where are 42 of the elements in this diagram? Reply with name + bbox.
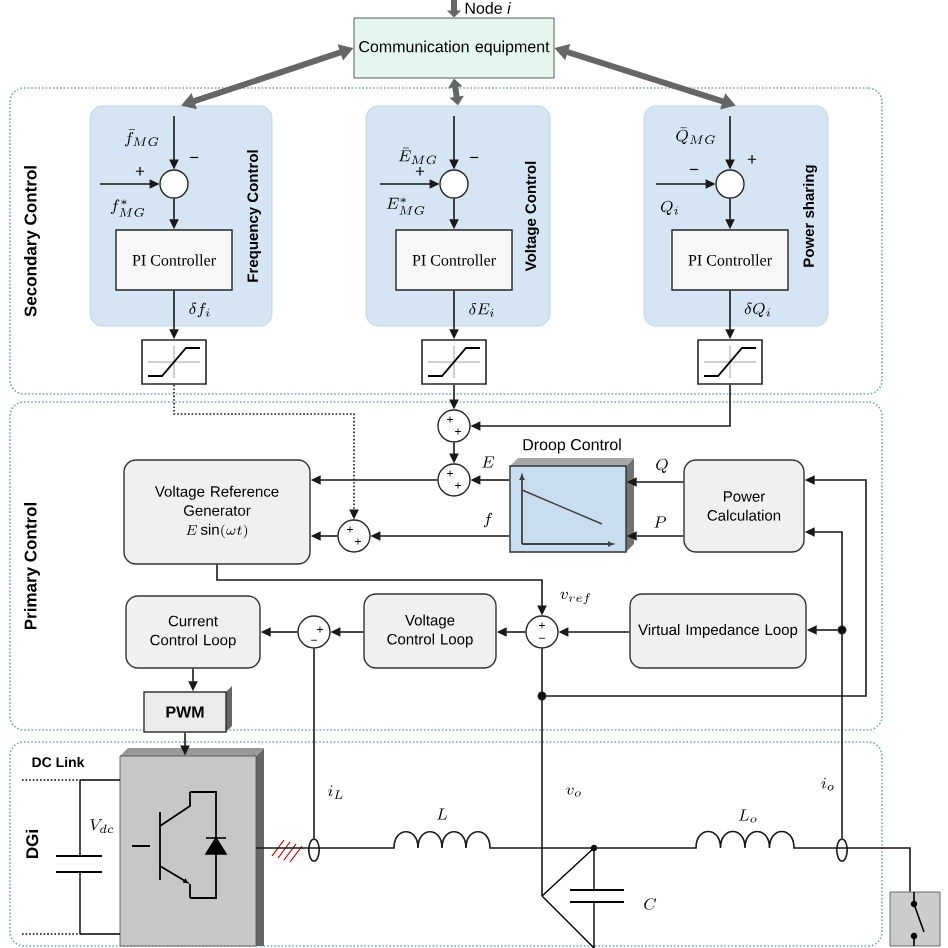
node-label: Node i — [465, 2, 511, 14]
controller-box: PI Controller — [395, 229, 513, 291]
connector — [541, 647, 543, 897]
signal-label: $\delta E_i$ — [467, 302, 497, 318]
current-sensor — [836, 838, 848, 862]
component-label: $v_o$ — [566, 787, 581, 797]
component-label: $i_L$ — [328, 785, 343, 799]
limiter-block — [697, 339, 763, 385]
inverter-drawing — [119, 748, 264, 947]
controller-box: PI Controller — [671, 229, 789, 291]
connector — [313, 647, 315, 839]
component-label: $L_o$ — [738, 809, 757, 823]
droop-block: Droop Control — [509, 438, 634, 553]
sign-label: + — [415, 167, 425, 176]
current-sensor — [308, 838, 320, 862]
signal-label: $E$ — [480, 455, 496, 469]
controller-box: PI Controller — [115, 229, 233, 291]
component-label: $i_o$ — [821, 777, 834, 791]
connector — [255, 830, 911, 893]
sign-label: + — [135, 167, 145, 176]
limiter-block — [141, 339, 207, 385]
summing-junction — [439, 169, 469, 199]
component-label: $C$ — [644, 898, 657, 910]
arrow — [545, 475, 867, 697]
communication-box: Communication equipment — [353, 17, 555, 79]
signal-label: $v_{ref}$ — [558, 590, 594, 606]
signal-label: $f^{*}_{MG}$ — [108, 198, 148, 218]
summing-junction — [159, 169, 189, 199]
breaker-drawing — [889, 891, 941, 947]
limiter-block — [421, 339, 487, 385]
signal-label: $f$ — [481, 511, 495, 529]
sign-label: − — [469, 156, 479, 159]
signal-label: $E^{*}_{MG}$ — [384, 196, 428, 216]
sign-label: + — [747, 155, 757, 164]
node-label: Droop Control — [523, 438, 621, 454]
component-label: $L$ — [437, 808, 448, 820]
sign-label: − — [189, 156, 199, 159]
sign-label: − — [689, 168, 699, 171]
signal-label: $P$ — [652, 515, 668, 529]
summing-junction — [715, 169, 745, 199]
signal-label: $Q$ — [654, 457, 670, 475]
pwm-block: PWM — [143, 686, 232, 733]
